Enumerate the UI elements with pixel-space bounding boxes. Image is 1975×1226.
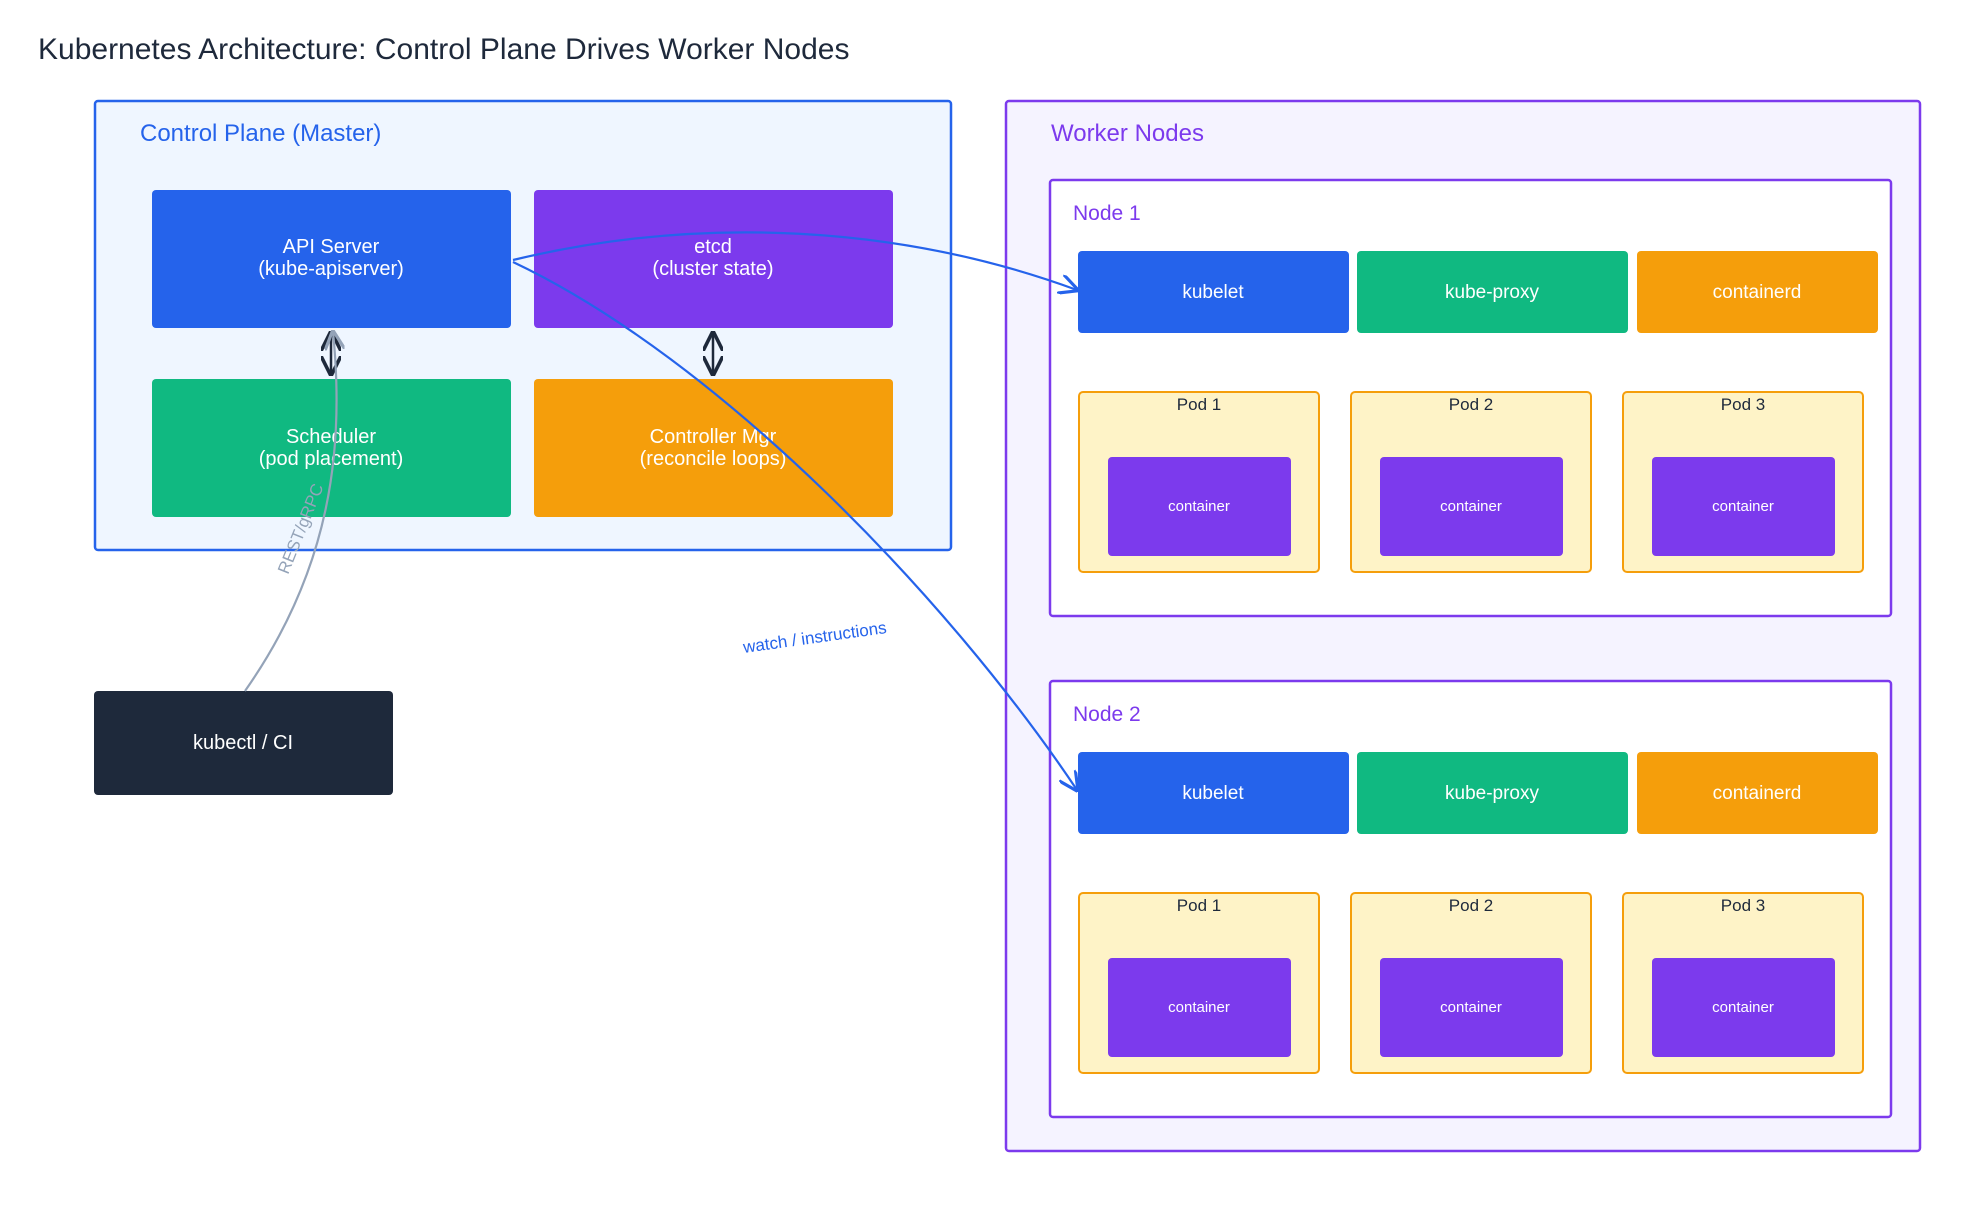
node-1-pod-3-label: Pod 3 <box>1721 395 1765 414</box>
api-to-node-1-edge <box>512 231 1077 290</box>
scheduler-title: Scheduler <box>286 426 376 448</box>
api-server-subtitle: (kube-apiserver) <box>258 258 404 280</box>
node-1-pod-1-container[interactable] <box>1108 457 1291 556</box>
node-1-containerd[interactable]: containerd <box>1637 251 1878 333</box>
node-2-pod-2-label: Pod 2 <box>1449 896 1493 915</box>
node-2-pod-2-container-label: container <box>1440 999 1502 1016</box>
node-1-pod-3-container-label: container <box>1712 498 1774 515</box>
api-to-node-2-edge <box>512 261 1077 790</box>
node-1-pod-1[interactable]: Pod 1 container <box>1078 391 1320 573</box>
controller-manager-subtitle: (reconcile loops) <box>640 448 787 470</box>
scheduler-subtitle: (pod placement) <box>259 448 404 470</box>
node-2-kubelet[interactable]: kubelet <box>1078 752 1349 834</box>
node-2-containerd-label: containerd <box>1713 783 1802 804</box>
worker-nodes-panel: Worker Nodes Node 1 kubelet kube-proxy c… <box>1004 99 1922 1153</box>
worker-nodes-label: Worker Nodes <box>1051 120 1204 147</box>
node-1-pod-1-container-label: container <box>1168 498 1230 515</box>
node-1-pod-2-container-label: container <box>1440 498 1502 515</box>
node-1-pod-2-container[interactable] <box>1380 457 1563 556</box>
node-1-pod-3-container[interactable] <box>1652 457 1835 556</box>
node-2-pod-3-label: Pod 3 <box>1721 896 1765 915</box>
client-to-api-edge <box>244 332 337 692</box>
node-2-kube-proxy-label: kube-proxy <box>1445 783 1539 804</box>
scheduler-box[interactable]: Scheduler (pod placement) <box>152 379 511 517</box>
control-plane-panel: Control Plane (Master) API Server (kube-… <box>93 99 953 552</box>
node-2-containerd[interactable]: containerd <box>1637 752 1878 834</box>
node-1-pod-3[interactable]: Pod 3 container <box>1622 391 1864 573</box>
node-2-kubelet-label: kubelet <box>1182 783 1244 804</box>
control-plane-label: Control Plane (Master) <box>140 120 381 147</box>
node-2-pod-3-container[interactable] <box>1652 958 1835 1057</box>
node-2-pod-2-container[interactable] <box>1380 958 1563 1057</box>
diagram-title: Kubernetes Architecture: Control Plane D… <box>38 33 849 66</box>
etcd-subtitle: (cluster state) <box>652 258 773 280</box>
etcd-box[interactable]: etcd (cluster state) <box>534 190 893 328</box>
node-1-kube-proxy[interactable]: kube-proxy <box>1357 251 1628 333</box>
kubectl-client-box[interactable]: kubectl / CI <box>94 691 393 795</box>
node-1-containerd-label: containerd <box>1713 282 1802 303</box>
node-2-pod-3[interactable]: Pod 3 container <box>1622 892 1864 1074</box>
node-2-pod-2[interactable]: Pod 2 container <box>1350 892 1592 1074</box>
etcd-title: etcd <box>694 236 732 258</box>
node-2-pod-3-container-label: container <box>1712 999 1774 1016</box>
controller-manager-box[interactable]: Controller Mgr (reconcile loops) <box>534 379 893 517</box>
node-2-pod-1-label: Pod 1 <box>1177 896 1221 915</box>
api-server-box[interactable]: API Server (kube-apiserver) <box>152 190 511 328</box>
node-2-pod-1[interactable]: Pod 1 container <box>1078 892 1320 1074</box>
controller-manager-title: Controller Mgr <box>650 426 777 448</box>
node-1-pod-2-label: Pod 2 <box>1449 395 1493 414</box>
node-2-kube-proxy[interactable]: kube-proxy <box>1357 752 1628 834</box>
node-2-pod-1-container-label: container <box>1168 999 1230 1016</box>
node-1-kube-proxy-label: kube-proxy <box>1445 282 1539 303</box>
api-to-nodes-edge-label: watch / instructions <box>741 618 888 657</box>
node-1-pod-2[interactable]: Pod 2 container <box>1350 391 1592 573</box>
node-1-kubelet-label: kubelet <box>1182 282 1244 303</box>
node-2-label: Node 2 <box>1073 703 1141 726</box>
node-1-pod-1-label: Pod 1 <box>1177 395 1221 414</box>
node-2[interactable]: Node 2 kubelet kube-proxy containerd Pod… <box>1048 679 1893 1119</box>
node-1-kubelet[interactable]: kubelet <box>1078 251 1349 333</box>
kubectl-client-label: kubectl / CI <box>193 732 293 754</box>
node-2-pod-1-container[interactable] <box>1108 958 1291 1057</box>
node-1-label: Node 1 <box>1073 202 1141 225</box>
node-1[interactable]: Node 1 kubelet kube-proxy containerd Pod… <box>1048 178 1893 618</box>
api-server-title: API Server <box>283 236 380 258</box>
